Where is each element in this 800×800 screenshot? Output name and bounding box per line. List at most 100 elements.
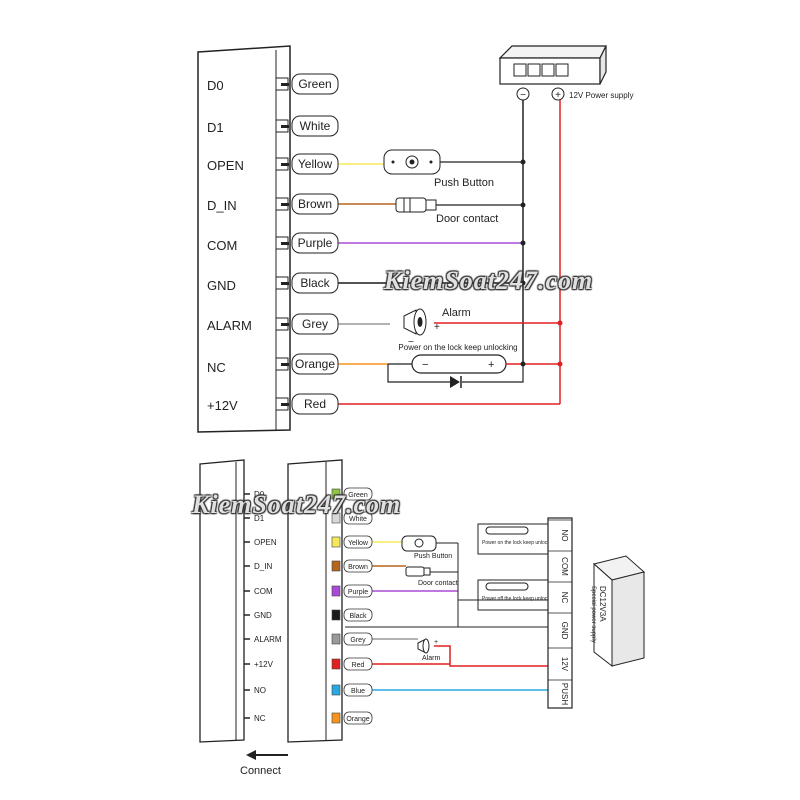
push-button-device-2: Push Button bbox=[401, 535, 452, 560]
wire-color-tag bbox=[291, 153, 339, 175]
wire-color-swatch bbox=[331, 684, 341, 696]
terminal-label: GND bbox=[207, 278, 236, 293]
door-contact-device: Door contact bbox=[395, 197, 498, 225]
wire-color-label: Yellow bbox=[298, 157, 333, 171]
wire-color-label: Purple bbox=[348, 589, 368, 596]
svg-text:+: + bbox=[434, 639, 438, 646]
terminal-pin bbox=[281, 282, 289, 285]
terminal-label: COM bbox=[207, 238, 237, 253]
door-contact-device-2: Door contact bbox=[405, 566, 458, 587]
left-pin-row: D0 bbox=[244, 490, 265, 499]
reader-body bbox=[197, 45, 291, 433]
left-pin-row: D_IN bbox=[244, 562, 272, 571]
terminal-pin bbox=[281, 242, 289, 245]
wire-color-tag bbox=[291, 393, 339, 415]
wire-color-label: Brown bbox=[348, 564, 368, 571]
terminal-label: D1 bbox=[207, 120, 224, 135]
terminal-label: +12V bbox=[207, 398, 238, 413]
controller-terminal-label: 12V bbox=[560, 657, 569, 672]
wire-row-red: Red bbox=[331, 657, 450, 671]
diagram-2: D0D1OPEND_INCOMGNDALARM+12VNONCGreenWhit… bbox=[199, 459, 646, 777]
psu2-subtext: Special power supply bbox=[590, 586, 596, 643]
connect-label: Connect bbox=[240, 765, 281, 777]
controller-terminal-label: PUSH bbox=[560, 683, 569, 705]
controller-terminal-com: COM bbox=[548, 550, 572, 576]
left-pin-row: OPEN bbox=[244, 538, 277, 547]
wire-color-label: Purple bbox=[298, 236, 333, 250]
wire-color-label: Orange bbox=[346, 716, 369, 723]
psu-plus-terminal bbox=[551, 87, 565, 101]
wire-color-label: Orange bbox=[295, 357, 335, 371]
psu-minus-label: − bbox=[520, 90, 526, 101]
wire-color-swatch bbox=[331, 585, 341, 597]
pin-label: D_IN bbox=[254, 562, 272, 571]
reader-front-body bbox=[287, 459, 343, 743]
wire-row-brown: Brown bbox=[331, 559, 406, 573]
psu-plus-label: + bbox=[555, 90, 561, 101]
pin-label: GND bbox=[254, 611, 272, 620]
left-pin-row: COM bbox=[244, 587, 273, 596]
controller-terminal-gnd: GND bbox=[548, 612, 572, 640]
diode-icon bbox=[450, 376, 460, 388]
wire-color-swatch bbox=[331, 658, 341, 670]
left-pin-row: GND bbox=[244, 611, 272, 620]
wire-row-grey: Grey bbox=[331, 632, 418, 646]
wire-color-label: Grey bbox=[302, 317, 328, 331]
controller-terminal-label: COM bbox=[560, 557, 569, 576]
power-supply-12v: − + 12V Power supply bbox=[498, 45, 633, 101]
lock-minus-label: − bbox=[422, 359, 428, 371]
lock-top-note: Power on the lock keep unlocking bbox=[482, 540, 557, 546]
terminal-row-gnd: GND Black bbox=[207, 272, 523, 294]
terminal-label: D_IN bbox=[207, 198, 237, 213]
wire-row-black: Black bbox=[331, 608, 373, 622]
watermark-2: KiemSoat247.com bbox=[192, 490, 402, 519]
connect-arrow: Connect bbox=[240, 750, 288, 777]
pin-label: COM bbox=[254, 587, 273, 596]
wire-color-label: Black bbox=[300, 276, 330, 290]
alarm-label: Alarm bbox=[442, 307, 471, 319]
psu2-text: DC12V3A bbox=[598, 586, 607, 622]
pin-label: OPEN bbox=[254, 538, 277, 547]
electric-lock: Power on the lock keep unlocking − + bbox=[387, 343, 524, 388]
push-button-label: Push Button bbox=[434, 177, 494, 189]
wire-color-label: White bbox=[349, 516, 367, 523]
left-pin-row: NO bbox=[244, 686, 266, 695]
terminal-pin bbox=[281, 163, 289, 166]
terminal-row-alarm: ALARM Grey bbox=[207, 313, 390, 335]
terminal-label: ALARM bbox=[207, 318, 252, 333]
wire-color-tag bbox=[291, 193, 339, 215]
alarm-label-2: Alarm bbox=[422, 655, 440, 662]
door-contact-label: Door contact bbox=[436, 213, 498, 225]
wire-color-tag bbox=[343, 632, 373, 646]
alarm-plus-label: + bbox=[434, 322, 440, 333]
watermark-1: KiemSoat247.com bbox=[384, 266, 594, 295]
wire-color-tag bbox=[291, 232, 339, 254]
pin-label: +12V bbox=[254, 660, 274, 669]
wire-color-label: Green bbox=[348, 492, 368, 499]
wire-color-tag bbox=[343, 608, 373, 622]
wire-color-tag bbox=[343, 559, 373, 573]
terminal-row-open: OPEN Yellow bbox=[207, 153, 384, 175]
controller-terminal-nc: NC bbox=[548, 581, 572, 603]
wire-color-label: Green bbox=[298, 77, 331, 91]
push-button-label-2: Push Button bbox=[414, 553, 452, 560]
wire-color-tag bbox=[291, 313, 339, 335]
wire-color-swatch bbox=[331, 560, 341, 572]
controller-terminal-label: GND bbox=[560, 622, 569, 640]
lock-plus-label: + bbox=[488, 359, 494, 371]
terminal-label: OPEN bbox=[207, 158, 244, 173]
wire-color-label: Red bbox=[352, 662, 365, 669]
controller-terminal-label: NO bbox=[560, 530, 569, 542]
controller-terminal-strip: NO COM NC GND 12V PUSH bbox=[547, 517, 573, 709]
wire-row-blue: Blue bbox=[331, 683, 548, 697]
arrow-left-icon bbox=[246, 750, 256, 760]
left-pin-row: +12V bbox=[244, 660, 274, 669]
wire-color-tag bbox=[291, 115, 339, 137]
wire-color-tag bbox=[343, 535, 373, 549]
wire-color-swatch bbox=[331, 712, 341, 724]
wire-color-tag bbox=[343, 511, 373, 525]
wire-color-swatch bbox=[331, 488, 341, 500]
